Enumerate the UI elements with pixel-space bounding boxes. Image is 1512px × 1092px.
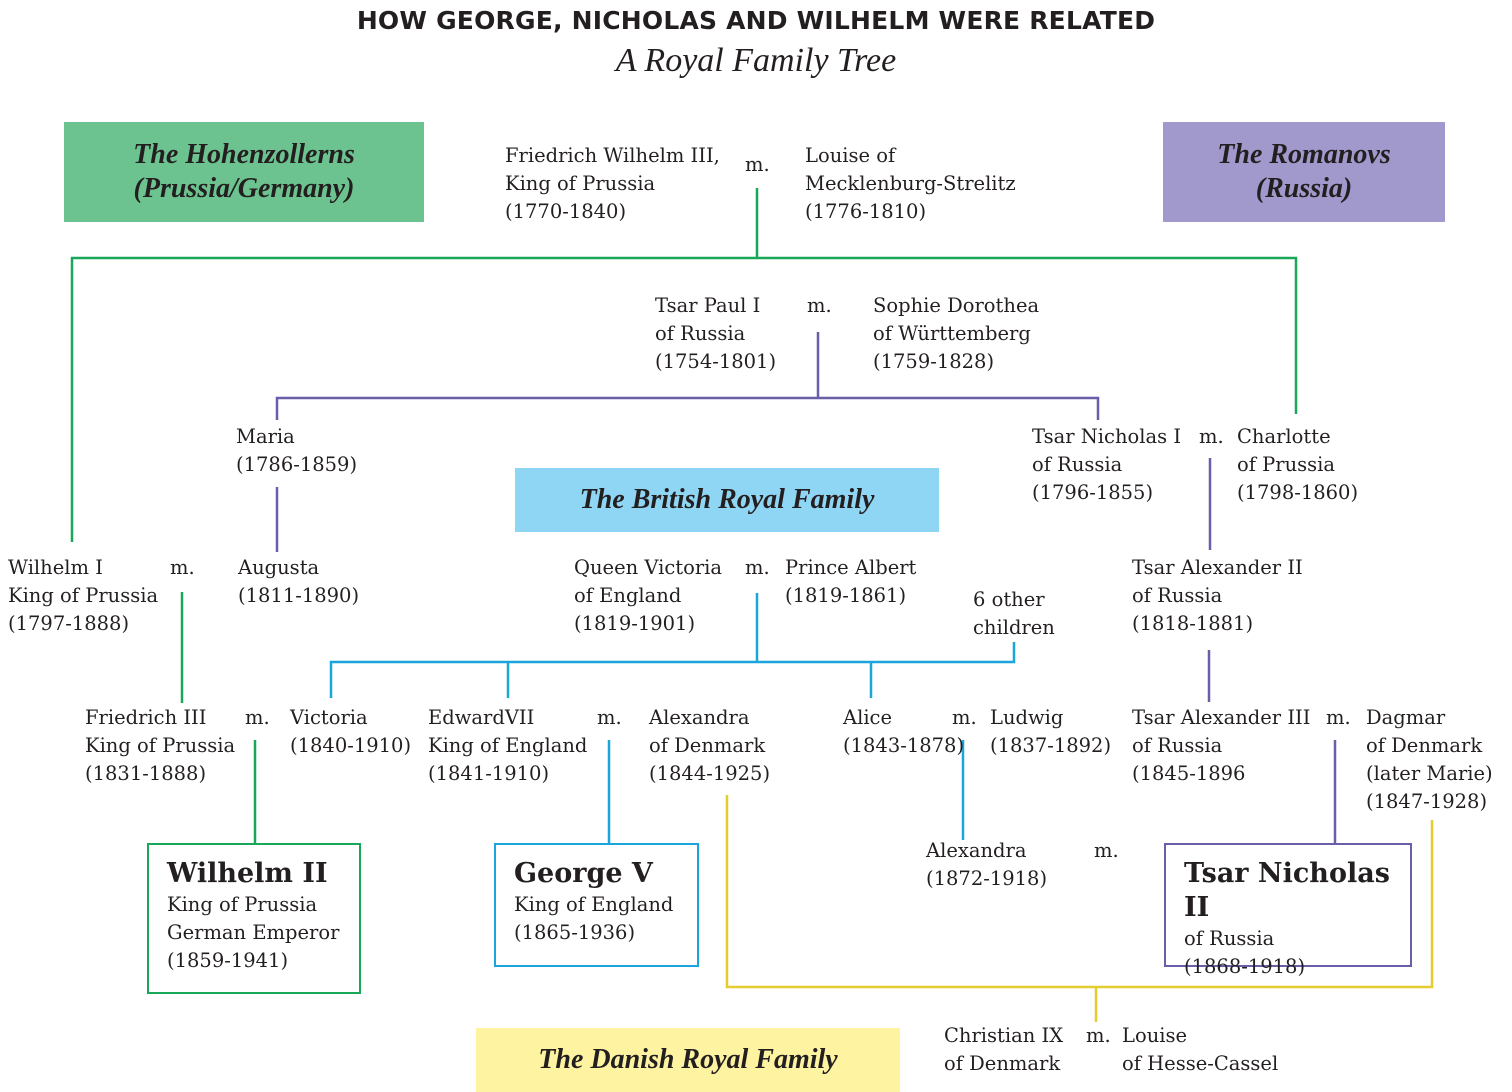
person-augusta: Augusta(1811-1890) bbox=[238, 556, 360, 607]
marriage-label: m. bbox=[170, 556, 195, 579]
person-prince-albert: Prince Albert(1819-1861) bbox=[785, 556, 917, 607]
family-label-romanovs: The Romanovs(Russia) bbox=[1163, 122, 1445, 222]
family-label-danish: The Danish Royal Family bbox=[476, 1028, 900, 1092]
person-friedrich-wilhelm-iii: Friedrich Wilhelm III,King of Prussia(17… bbox=[505, 144, 720, 223]
denmark-lines bbox=[725, 795, 1434, 1022]
page-title: HOW GEORGE, NICHOLAS AND WILHELM WERE RE… bbox=[356, 6, 1156, 35]
marriage-label: m. bbox=[1086, 1024, 1111, 1047]
person-nicholas-ii-name: Tsar Nicholas II bbox=[1184, 858, 1390, 923]
marriage-label: m. bbox=[245, 706, 270, 729]
line-prussia-branch bbox=[70, 256, 1298, 542]
person-alexandra-hesse: Alexandra(1872-1918) bbox=[926, 839, 1048, 890]
marriage-label: m. bbox=[1326, 706, 1351, 729]
prussia-lines bbox=[70, 188, 1298, 843]
highlight-box-nicholas-ii: Tsar Nicholas II of Russia (1868-1918) bbox=[1164, 843, 1412, 978]
marriage-label: m. bbox=[952, 706, 977, 729]
marriage-label: m. bbox=[745, 153, 770, 176]
person-alice: Alice(1843-1878) bbox=[843, 706, 965, 757]
highlight-box-wilhelm-ii: Wilhelm II King of Prussia German Empero… bbox=[147, 843, 361, 994]
person-george-v-name: George V bbox=[514, 858, 653, 889]
marriage-label: m. bbox=[1199, 425, 1224, 448]
marriage-label: m. bbox=[1094, 839, 1119, 862]
person-wilhelm-ii-name: Wilhelm II bbox=[167, 858, 328, 889]
family-label-hohenzollerns: The Hohenzollerns(Prussia/Germany) bbox=[64, 122, 424, 222]
line-romanov-branch bbox=[275, 396, 1100, 420]
page-subtitle: A Royal Family Tree bbox=[615, 42, 897, 79]
russia-lines bbox=[275, 332, 1337, 843]
britain-lines bbox=[329, 593, 1016, 843]
person-ludwig: Ludwig(1837-1892) bbox=[990, 706, 1112, 757]
line-british-branch bbox=[329, 642, 1016, 698]
marriage-label: m. bbox=[597, 706, 622, 729]
highlight-box-george-v: George V King of England (1865-1936) bbox=[494, 843, 699, 967]
marriage-label: m. bbox=[807, 294, 832, 317]
marriage-label: m. bbox=[745, 556, 770, 579]
person-maria: Maria(1786-1859) bbox=[236, 425, 358, 476]
family-label-british: The British Royal Family bbox=[515, 468, 939, 532]
person-princess-victoria: Victoria(1840-1910) bbox=[290, 706, 412, 757]
line-danish-branch bbox=[725, 795, 1434, 989]
